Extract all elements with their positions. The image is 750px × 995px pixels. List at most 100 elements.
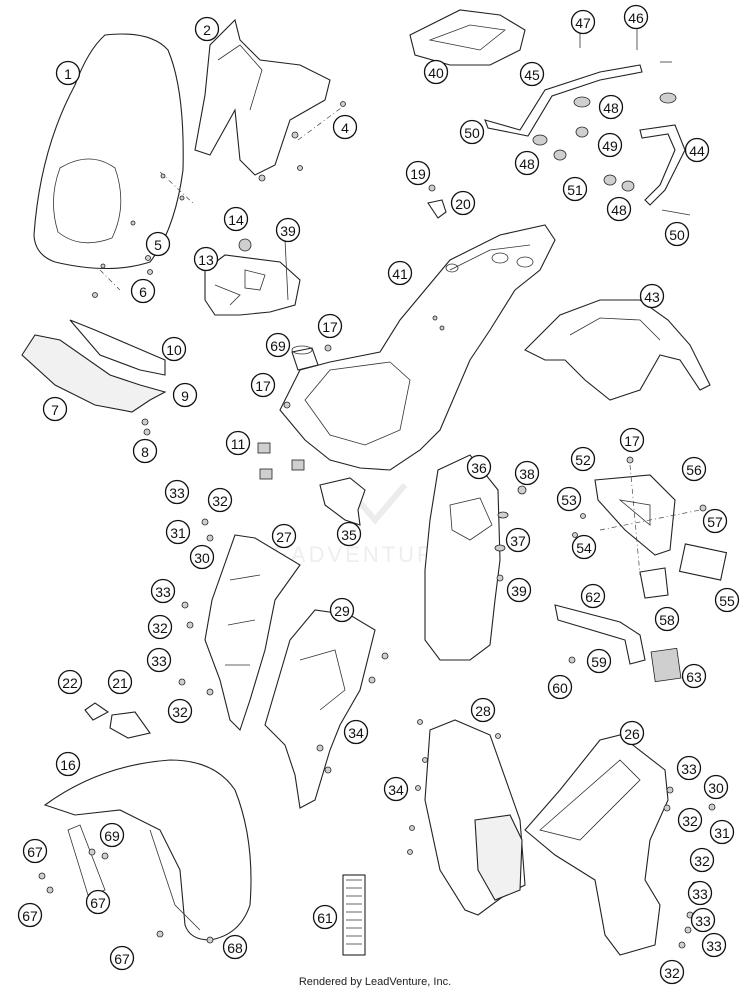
callout-67: 67: [85, 889, 111, 915]
callout-5: 5: [145, 231, 171, 257]
callout-40: 40: [423, 59, 449, 85]
callout-number: 33: [692, 886, 708, 902]
callout-number: 44: [689, 143, 705, 159]
callout-31: 31: [165, 519, 191, 545]
callout-number: 32: [694, 853, 710, 869]
callout-number: 31: [714, 825, 730, 841]
callout-32: 32: [207, 487, 233, 513]
callout-number: 68: [227, 940, 243, 956]
callout-39: 39: [506, 577, 532, 603]
callout-number: 45: [524, 67, 540, 83]
callout-54: 54: [571, 534, 597, 560]
callout-7: 7: [42, 396, 68, 422]
rear-fender-part: [524, 299, 711, 401]
callout-33: 33: [687, 880, 713, 906]
side-cover-left-part: [178, 518, 301, 732]
callout-33: 33: [164, 479, 190, 505]
callout-number: 37: [510, 533, 526, 549]
callout-50: 50: [664, 221, 690, 247]
callout-number: 32: [152, 620, 168, 636]
callout-number: 67: [114, 951, 130, 967]
callout-number: 14: [228, 212, 244, 228]
callout-number: 33: [151, 653, 167, 669]
callout-28: 28: [470, 697, 496, 723]
callout-26: 26: [619, 720, 645, 746]
callout-number: 39: [280, 223, 296, 239]
callout-32: 32: [689, 847, 715, 873]
callout-17: 17: [317, 313, 343, 339]
callout-30: 30: [189, 544, 215, 570]
callout-44: 44: [684, 137, 710, 163]
callout-37: 37: [505, 527, 531, 553]
callout-number: 34: [388, 782, 404, 798]
luggage-rack-part: [409, 9, 526, 66]
callout-number: 57: [707, 514, 723, 530]
callout-number: 63: [686, 669, 702, 685]
license-plate-bracket-part: [554, 456, 728, 683]
callout-2: 2: [194, 16, 220, 42]
callout-63: 63: [681, 663, 707, 689]
callout-group: 1245678910111314161717171920212226272829…: [17, 4, 740, 985]
callout-32: 32: [659, 959, 685, 985]
clip-hardware: [257, 442, 305, 480]
callout-6: 6: [130, 278, 156, 304]
callout-19: 19: [405, 160, 431, 186]
callout-48: 48: [514, 150, 540, 176]
callout-62: 62: [580, 583, 606, 609]
tank-cover-part: [264, 609, 389, 809]
callout-13: 13: [193, 246, 219, 272]
callout-number: 32: [682, 813, 698, 829]
callout-number: 59: [591, 654, 607, 670]
callout-48: 48: [606, 196, 632, 222]
screw-hardware: [92, 255, 153, 298]
callout-number: 13: [198, 252, 214, 268]
front-fender-part: [38, 759, 252, 944]
callout-number: 19: [410, 166, 426, 182]
callout-number: 67: [27, 844, 43, 860]
callout-number: 67: [22, 908, 38, 924]
callout-number: 61: [317, 910, 333, 926]
callout-number: 49: [602, 138, 618, 154]
callout-number: 26: [624, 726, 640, 742]
callout-number: 48: [519, 156, 535, 172]
callout-number: 4: [341, 120, 349, 136]
callout-number: 46: [628, 10, 644, 26]
callout-36: 36: [466, 454, 492, 480]
callout-21: 21: [107, 669, 133, 695]
callout-31: 31: [709, 819, 735, 845]
callout-number: 31: [170, 525, 186, 541]
callout-47: 47: [570, 9, 596, 35]
callout-16: 16: [55, 751, 81, 777]
callout-52: 52: [570, 446, 596, 472]
callout-number: 17: [322, 319, 338, 335]
footer-credit: Rendered by LeadVenture, Inc.: [298, 976, 452, 988]
callout-33: 33: [701, 932, 727, 958]
callout-number: 32: [664, 965, 680, 981]
callout-number: 47: [575, 15, 591, 31]
callout-67: 67: [17, 902, 43, 928]
bracket-part: [204, 238, 301, 316]
callout-number: 1: [64, 66, 72, 82]
callout-number: 10: [166, 342, 182, 358]
callout-number: 7: [51, 402, 59, 418]
callout-number: 41: [392, 266, 408, 282]
callout-number: 22: [62, 675, 78, 691]
callout-67: 67: [109, 945, 135, 971]
callout-number: 11: [231, 436, 246, 452]
callout-58: 58: [654, 606, 680, 632]
callout-39: 39: [275, 217, 301, 243]
callout-10: 10: [161, 336, 187, 362]
callout-number: 69: [104, 828, 120, 844]
callout-number: 21: [112, 675, 128, 691]
callout-50: 50: [459, 119, 485, 145]
radiator-shroud-right-part: [407, 719, 526, 916]
callout-number: 60: [552, 680, 568, 696]
callout-67: 67: [22, 838, 48, 864]
callout-32: 32: [147, 614, 173, 640]
callout-8: 8: [132, 438, 158, 464]
callout-33: 33: [676, 755, 702, 781]
callout-33: 33: [690, 907, 716, 933]
callout-number: 48: [603, 100, 619, 116]
callout-number: 38: [519, 466, 535, 482]
callout-number: 29: [334, 603, 350, 619]
